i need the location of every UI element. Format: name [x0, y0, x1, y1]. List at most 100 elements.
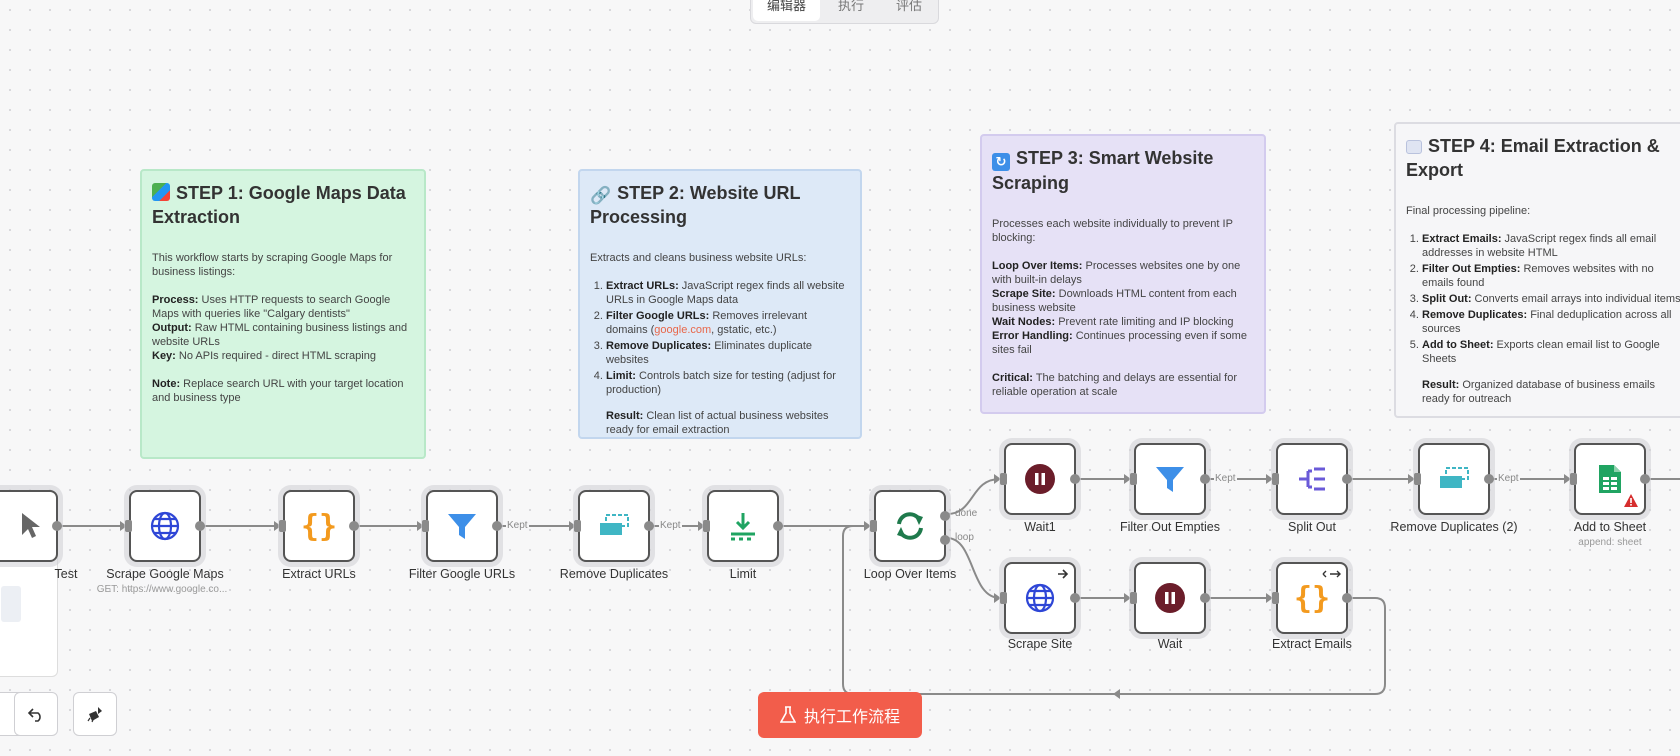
- input-handle[interactable]: [1414, 473, 1421, 485]
- sticky-note-step2[interactable]: 🔗STEP 2: Website URL Processing Extracts…: [578, 169, 862, 439]
- node-add-to-sheet[interactable]: [1570, 443, 1650, 515]
- output-handle[interactable]: [1342, 474, 1352, 484]
- output-handle[interactable]: [1640, 474, 1650, 484]
- note-list: Extract URLs: JavaScript regex finds all…: [590, 279, 850, 437]
- node-filter-google-urls[interactable]: [422, 490, 502, 562]
- input-handle[interactable]: [125, 520, 132, 532]
- tab-executions[interactable]: 执行: [838, 0, 865, 13]
- node-extract-emails[interactable]: {}: [1272, 562, 1352, 634]
- input-handle[interactable]: [1570, 473, 1577, 485]
- note-link[interactable]: google.com: [654, 324, 712, 336]
- output-handle[interactable]: [52, 521, 62, 531]
- sticky-note-step4[interactable]: STEP 4: Email Extraction & Export Final …: [1394, 122, 1680, 418]
- node-test-trigger[interactable]: [0, 490, 62, 562]
- node-label: Filter Google URLs: [408, 567, 516, 581]
- input-handle[interactable]: [1000, 592, 1007, 604]
- output-handle-done[interactable]: [940, 511, 950, 521]
- output-handle[interactable]: [1070, 474, 1080, 484]
- input-handle[interactable]: [279, 520, 286, 532]
- note-text: Extracts and cleans business website URL…: [590, 252, 807, 264]
- output-handle[interactable]: [644, 521, 654, 531]
- flask-icon: [779, 706, 796, 723]
- node-limit[interactable]: [703, 490, 783, 562]
- input-handle[interactable]: [422, 520, 429, 532]
- arrow: [1113, 689, 1120, 699]
- node-loop-over-items[interactable]: [870, 490, 950, 562]
- loop-icon: [897, 512, 923, 540]
- note-key: Extract Emails:: [1422, 233, 1502, 245]
- sticky-note-step1[interactable]: STEP 1: Google Maps Data Extraction This…: [140, 169, 426, 459]
- warning-icon[interactable]: [1624, 494, 1638, 507]
- node-subtitle: append: sheet: [1578, 537, 1642, 548]
- output-handle[interactable]: [492, 521, 502, 531]
- input-handle[interactable]: [574, 520, 581, 532]
- output-handle[interactable]: [1070, 593, 1080, 603]
- note-key: Critical:: [992, 372, 1033, 384]
- map-icon: [152, 183, 170, 201]
- tab-evaluations[interactable]: 评估: [896, 0, 923, 13]
- note-key: Scrape Site:: [992, 288, 1056, 300]
- code-icon: {}: [1293, 580, 1331, 616]
- output-handle-loop[interactable]: [940, 535, 950, 545]
- note-key: Limit:: [606, 370, 636, 382]
- node-label: Filter Out Empties: [1119, 520, 1221, 534]
- note-text: Uses HTTP requests to search Google Maps…: [152, 294, 391, 320]
- output-handle[interactable]: [1484, 474, 1494, 484]
- edge-label-kept: Kept: [1497, 473, 1520, 484]
- tidy-up-button[interactable]: [73, 692, 117, 736]
- arrow: [417, 521, 424, 531]
- note-text: Exports clean email list to Google Sheet…: [1422, 339, 1660, 365]
- input-handle[interactable]: [1130, 473, 1137, 485]
- note-text: Processes each website individually to p…: [992, 218, 1233, 244]
- link-icon: 🔗: [590, 186, 612, 205]
- note-key: Split Out:: [1422, 293, 1472, 305]
- note-text: JavaScript regex finds all email address…: [1422, 233, 1657, 259]
- edge-label-kept: Kept: [1214, 473, 1237, 484]
- undo-button[interactable]: [14, 692, 58, 736]
- output-handle[interactable]: [1200, 593, 1210, 603]
- note-text: This workflow starts by scraping Google …: [152, 252, 393, 278]
- note-text: Final processing pipeline:: [1406, 205, 1531, 217]
- input-handle[interactable]: [703, 520, 710, 532]
- sticky-note-step3[interactable]: ↻STEP 3: Smart Website Scraping Processe…: [980, 134, 1266, 414]
- node-extract-urls[interactable]: {}: [279, 490, 359, 562]
- node-wait1[interactable]: [1000, 443, 1080, 515]
- wire: [946, 537, 1001, 599]
- note-title: STEP 1: Google Maps Data Extraction: [152, 183, 406, 227]
- execute-workflow-button[interactable]: 执行工作流程: [758, 692, 922, 738]
- note-title: STEP 3: Smart Website Scraping: [992, 148, 1214, 193]
- arrow: [1408, 474, 1415, 484]
- node-split-out[interactable]: [1272, 443, 1352, 515]
- output-handle[interactable]: [1200, 474, 1210, 484]
- node-filter-out-empties[interactable]: [1130, 443, 1210, 515]
- note-text: Raw HTML containing business listings an…: [152, 322, 408, 348]
- node-scrape-site[interactable]: [1000, 562, 1080, 634]
- pause-icon: [1155, 583, 1185, 613]
- note-key: Remove Duplicates:: [1422, 309, 1528, 321]
- note-key: Key:: [152, 350, 176, 362]
- input-handle[interactable]: [870, 520, 877, 532]
- node-remove-duplicates[interactable]: [574, 490, 654, 562]
- node-remove-duplicates-2[interactable]: [1414, 443, 1494, 515]
- edge-label-kept: Kept: [506, 520, 529, 531]
- output-handle[interactable]: [1342, 593, 1352, 603]
- tab-editor[interactable]: 编辑器: [753, 0, 821, 21]
- arrow: [1124, 593, 1131, 603]
- input-handle[interactable]: [1272, 473, 1279, 485]
- input-handle[interactable]: [1000, 473, 1007, 485]
- arrow: [1266, 474, 1273, 484]
- note-key: Loop Over Items:: [992, 260, 1083, 272]
- node-label: Scrape Site: [1007, 637, 1073, 651]
- input-handle[interactable]: [1272, 592, 1279, 604]
- pause-icon: [1025, 464, 1055, 494]
- input-handle[interactable]: [1130, 592, 1137, 604]
- output-handle[interactable]: [773, 521, 783, 531]
- node-scrape-google-maps[interactable]: [125, 490, 205, 562]
- remove-duplicates-icon: [1440, 467, 1469, 488]
- edge-label-loop: loop: [955, 532, 974, 543]
- output-handle[interactable]: [195, 521, 205, 531]
- note-text: Replace search URL with your target loca…: [152, 378, 404, 404]
- output-handle[interactable]: [349, 521, 359, 531]
- node-label: Extract Emails: [1272, 637, 1352, 651]
- node-wait[interactable]: [1130, 562, 1210, 634]
